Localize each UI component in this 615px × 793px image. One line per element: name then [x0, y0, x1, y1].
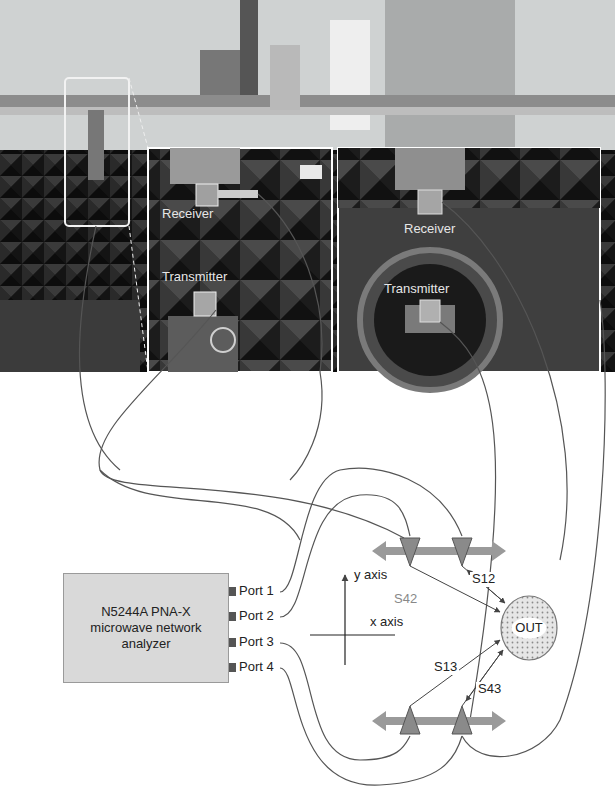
- highlight-box: [65, 78, 129, 226]
- rotary-stage: [374, 264, 486, 376]
- antenna-symbol: [400, 538, 472, 734]
- photo-background: [0, 0, 615, 372]
- gantry-column: [240, 0, 258, 100]
- waveguide-flange: [418, 190, 442, 214]
- axis-label: x axis: [368, 615, 405, 630]
- s-parameter: S42: [392, 592, 419, 607]
- zoom-line: [129, 226, 148, 372]
- port-label: Port 2: [237, 609, 276, 624]
- signal-path: [410, 566, 505, 706]
- mount-plate: [170, 148, 240, 184]
- part-label: Transmitter: [160, 270, 229, 285]
- waveguide-flange: [420, 300, 440, 322]
- part-label: Receiver: [402, 222, 457, 237]
- axis-label: y axis: [352, 568, 389, 583]
- coax-adapter: [218, 190, 258, 198]
- x-axis: [310, 634, 395, 635]
- tape: [300, 165, 322, 179]
- motor-block: [200, 50, 240, 95]
- port-label: Port 3: [237, 635, 276, 650]
- part-label: Receiver: [160, 207, 215, 222]
- node-text: OUT: [515, 620, 542, 636]
- port-label: Port 1: [237, 584, 276, 599]
- node-text: N5244A PNA-X microwave network analyzer: [73, 604, 219, 653]
- port-connectors: [229, 587, 236, 672]
- bracket-hole: [211, 328, 235, 352]
- positioner: [0, 300, 140, 372]
- gantry-rail: [0, 95, 615, 107]
- mount-plate: [168, 316, 238, 372]
- lab-shelves: [385, 0, 515, 150]
- part-label: Transmitter: [382, 282, 451, 297]
- scan-rail: [372, 541, 506, 731]
- s-parameter: S13: [432, 660, 459, 675]
- carriage: [270, 45, 300, 110]
- analyzer-box: N5244A PNA-X microwave network analyzer: [63, 573, 229, 683]
- waveguide-flange: [194, 292, 216, 316]
- absorber: [338, 148, 600, 208]
- waveguide-flange: [196, 184, 218, 206]
- inset-photo: [148, 148, 332, 372]
- s-parameter: S43: [476, 682, 503, 697]
- port-label: Port 4: [237, 660, 276, 675]
- mount-plate: [395, 148, 465, 190]
- y-axis: [344, 575, 345, 665]
- object-under-test: OUT: [500, 595, 558, 661]
- zoom-line: [129, 78, 148, 148]
- antenna-mount: [88, 110, 104, 180]
- s-parameter: S12: [470, 572, 497, 587]
